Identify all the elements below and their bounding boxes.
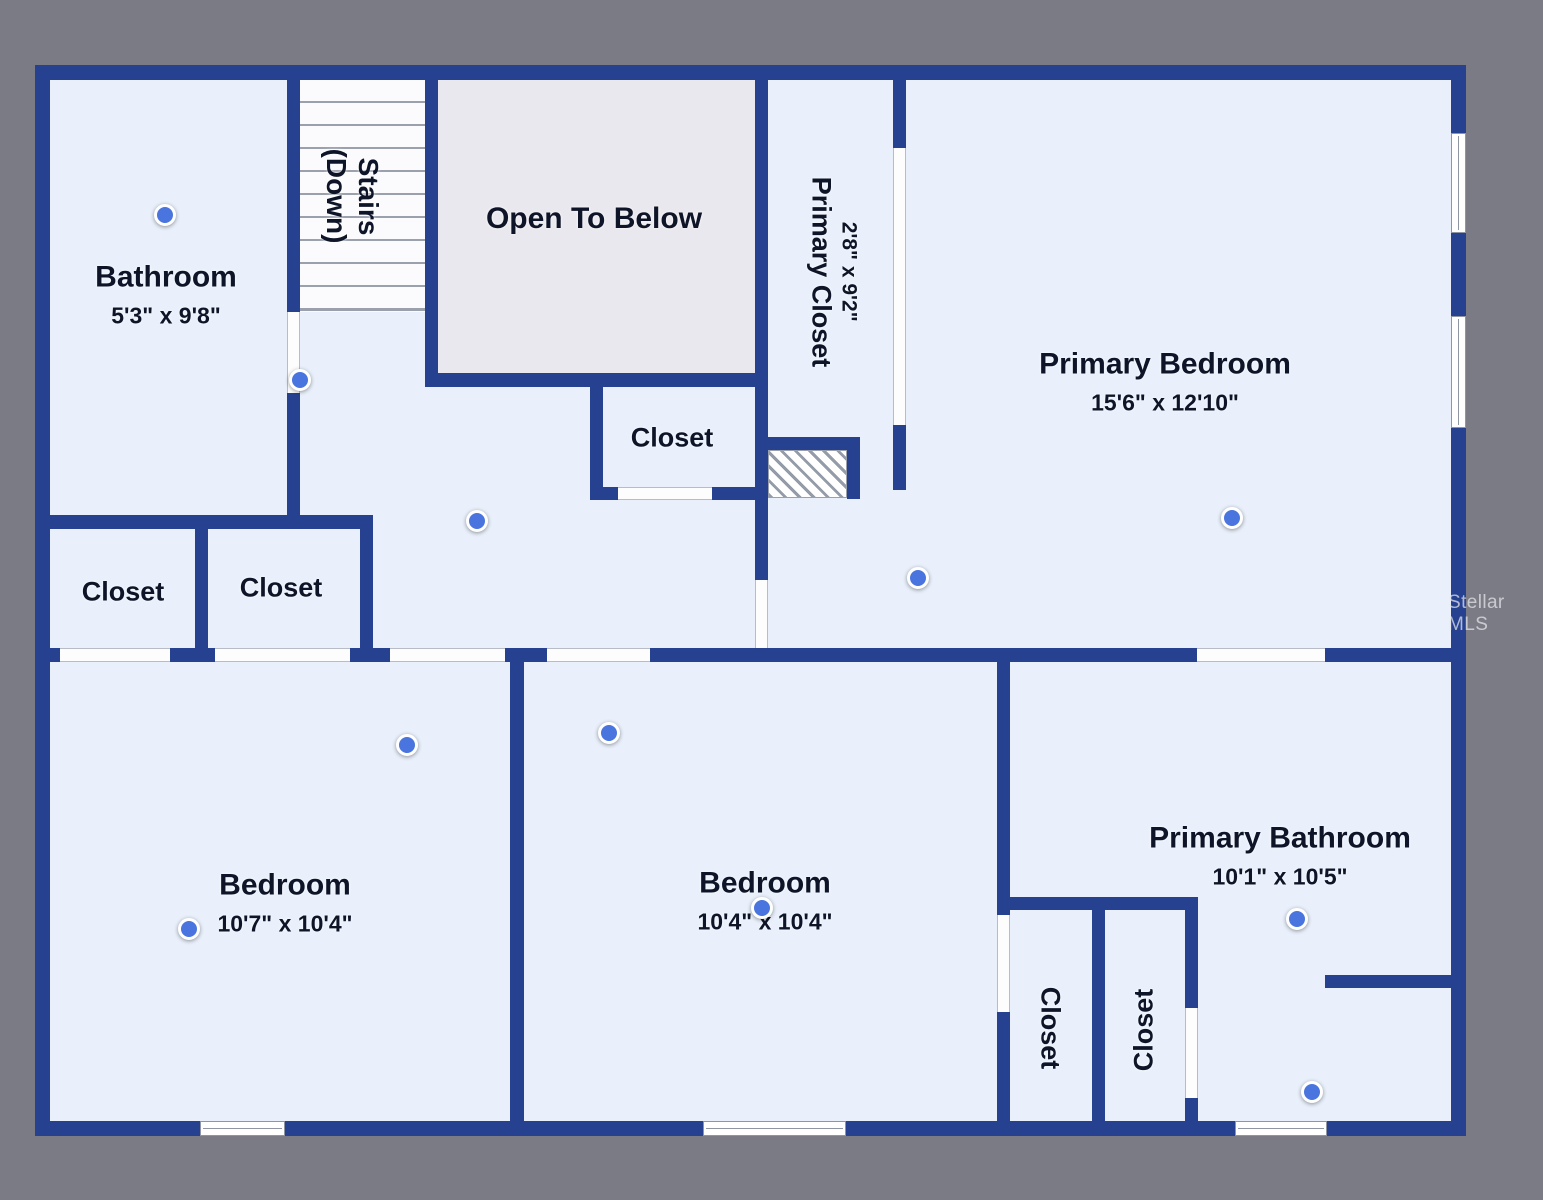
wall [1092, 910, 1105, 1121]
door-opening [755, 580, 768, 648]
wall [510, 648, 524, 1121]
wall [287, 393, 300, 515]
bathroom-name: Bathroom [95, 260, 237, 294]
stairs-edge-line [300, 309, 425, 311]
wall [997, 1012, 1010, 1121]
wall [755, 437, 860, 450]
wall [1325, 975, 1452, 988]
window [703, 1121, 846, 1136]
wall [425, 80, 438, 387]
primary-bathroom-name: Primary Bathroom [1149, 821, 1411, 855]
primary-bedroom-name: Primary Bedroom [1039, 347, 1291, 381]
bathroom-label: Bathroom 5'3" x 9'8" [95, 260, 237, 329]
closet-bottom-a-name: Closet [1035, 986, 1066, 1070]
wall [755, 80, 768, 580]
closet-left-a-name: Closet [81, 576, 165, 607]
wall [35, 515, 373, 529]
wall [1325, 648, 1452, 662]
door-opening [997, 915, 1010, 1012]
wall [360, 529, 373, 655]
primary-closet-dims: 2'8" x 9'2" [837, 222, 861, 322]
bedroom-left-label: Bedroom 10'7" x 10'4" [217, 868, 352, 937]
wall [590, 487, 618, 500]
bedroom-middle-dims: 10'4" x 10'4" [697, 907, 833, 934]
door-opening [287, 312, 300, 393]
wall [997, 648, 1010, 915]
primary-closet-name: Primary Closet [806, 176, 837, 368]
closet-left-a-label: Closet [82, 577, 165, 608]
bathroom-dims: 5'3" x 9'8" [111, 301, 221, 328]
hall-closet-label: Closet [631, 423, 714, 454]
open-to-below-name: Open To Below [485, 201, 703, 235]
wall [287, 80, 300, 312]
wall [195, 529, 208, 655]
watermark: Stellar MLS [1448, 592, 1505, 635]
open-to-below-area [438, 80, 755, 373]
wall [650, 648, 1197, 662]
door-opening [390, 648, 505, 662]
closet-left-b-label: Closet [240, 573, 323, 604]
stairs-label-line2: (Down) [321, 148, 352, 244]
wall [35, 65, 1466, 80]
wall [425, 373, 755, 387]
stairs-area [300, 80, 425, 312]
closet-bottom-b-label: Closet [1129, 989, 1160, 1072]
wall [893, 425, 906, 490]
primary-closet-label: Primary Closet 2'8" x 9'2" [806, 177, 861, 368]
window [200, 1121, 285, 1136]
hall-closet-name: Closet [630, 422, 714, 453]
door-opening [1185, 1008, 1198, 1098]
bedroom-middle-name: Bedroom [699, 866, 831, 900]
window [1235, 1121, 1327, 1136]
closet-bottom-b-name: Closet [1128, 988, 1159, 1072]
window [1451, 133, 1466, 233]
wall [35, 65, 50, 1136]
door-opening [215, 648, 350, 662]
closet-bottom-a-label: Closet [1035, 987, 1066, 1070]
primary-bedroom-label: Primary Bedroom 15'6" x 12'10" [1039, 347, 1291, 416]
open-to-below-label: Open To Below [486, 202, 702, 237]
wall [350, 648, 390, 662]
door-opening [1197, 648, 1325, 662]
primary-bathroom-label: Primary Bathroom 10'1" x 10'5" [1149, 821, 1411, 890]
stairs-label: Stairs (Down) [320, 149, 384, 244]
wall [997, 897, 1198, 910]
wall [1185, 1098, 1198, 1121]
window [1451, 316, 1466, 428]
bedroom-left-dims: 10'7" x 10'4" [217, 909, 353, 936]
hatched-area [768, 450, 847, 498]
door-opening [547, 648, 650, 662]
stairs-label-line1: Stairs [353, 157, 384, 235]
door-opening [60, 648, 170, 662]
closet-left-b-name: Closet [239, 572, 323, 603]
bedroom-left-name: Bedroom [219, 868, 351, 902]
primary-bedroom-dims: 15'6" x 12'10" [1091, 388, 1239, 415]
cased-opening [893, 148, 906, 425]
bedroom-middle-label: Bedroom 10'4" x 10'4" [697, 866, 832, 935]
wall [847, 437, 860, 499]
primary-bathroom-dims: 10'1" x 10'5" [1212, 862, 1348, 889]
door-opening [618, 487, 712, 500]
wall [1185, 897, 1198, 1008]
wall [170, 648, 215, 662]
wall [893, 80, 906, 148]
wall [590, 387, 603, 500]
wall [712, 487, 755, 500]
wall [35, 648, 60, 662]
